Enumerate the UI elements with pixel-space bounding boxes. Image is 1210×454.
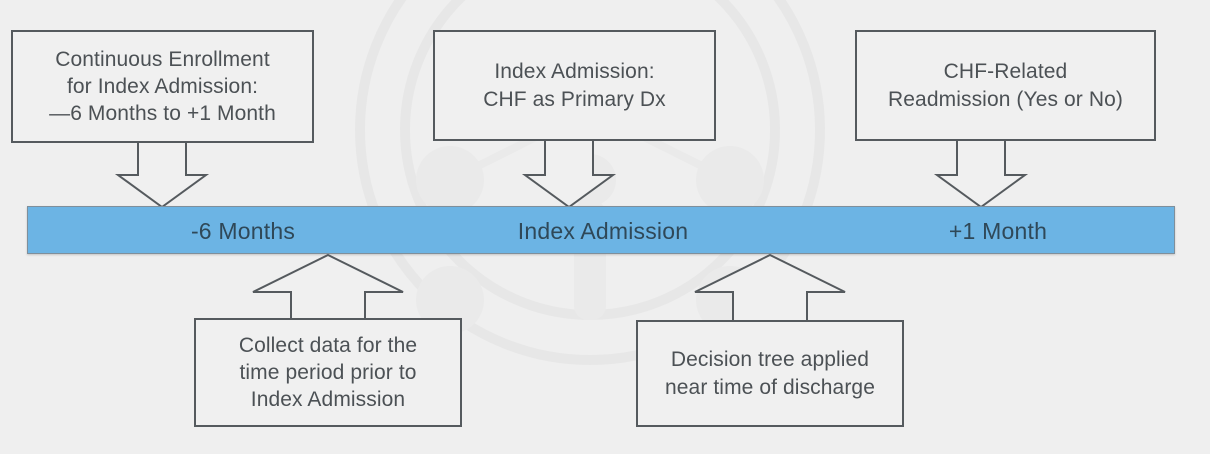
timeline-marker-minus-six-months: -6 Months <box>190 218 296 244</box>
box-decision-tree: Decision tree applied near time of disch… <box>636 320 904 427</box>
timeline-bar: -6 Months Index Admission +1 Month <box>27 206 1175 254</box>
timeline-marker-index-admission: Index Admission <box>517 218 689 244</box>
box-collect-data: Collect data for the time period prior t… <box>194 318 462 427</box>
box-index-admission-criteria: Index Admission: CHF as Primary Dx <box>433 30 716 141</box>
box-chf-readmission-outcome: CHF-Related Readmission (Yes or No) <box>855 30 1156 141</box>
timeline-marker-plus-one-month: +1 Month <box>948 218 1048 244</box>
box-continuous-enrollment: Continuous Enrollment for Index Admissio… <box>11 30 314 143</box>
